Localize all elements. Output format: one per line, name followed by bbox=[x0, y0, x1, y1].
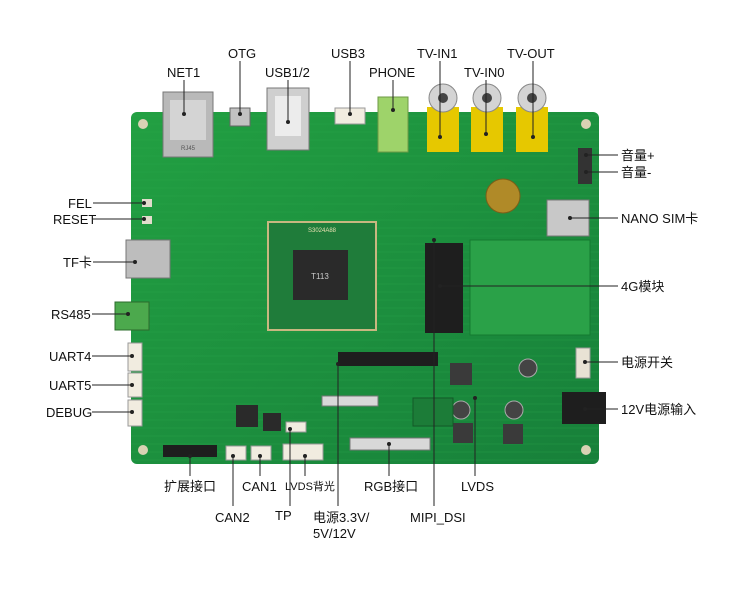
module-4g-area bbox=[469, 239, 591, 336]
ext-header bbox=[163, 445, 217, 457]
label-rgb: RGB接口 bbox=[364, 479, 419, 494]
ic bbox=[236, 405, 258, 427]
label-tp: TP bbox=[275, 508, 292, 523]
label-vol-down: 音量- bbox=[621, 165, 652, 180]
debug-header bbox=[127, 399, 143, 427]
inductor bbox=[453, 423, 473, 443]
label-nano-sim: NANO SIM卡 bbox=[621, 211, 699, 226]
vol-buttons bbox=[578, 148, 592, 184]
ic bbox=[412, 397, 454, 427]
rca-tvout bbox=[516, 83, 548, 152]
label-tvin0: TV-IN0 bbox=[464, 65, 505, 80]
inductor bbox=[450, 363, 472, 385]
label-power-in: 12V电源输入 bbox=[621, 402, 697, 417]
label-pwr-out-2: 5V/12V bbox=[313, 526, 356, 541]
label-power-switch: 电源开关 bbox=[621, 355, 674, 370]
mount-hole bbox=[138, 119, 148, 129]
leader-lines bbox=[92, 61, 618, 506]
mount-hole bbox=[581, 119, 591, 129]
can-header bbox=[250, 445, 272, 461]
label-net1: NET1 bbox=[167, 65, 201, 80]
label-uart5: UART5 bbox=[49, 378, 92, 393]
label-debug: DEBUG bbox=[46, 405, 93, 420]
svg-text:RJ45: RJ45 bbox=[181, 146, 196, 152]
label-mipi: MIPI_DSI bbox=[410, 510, 466, 525]
label-fel: FEL bbox=[68, 196, 92, 211]
label-usb3: USB3 bbox=[331, 46, 365, 61]
label-tvout: TV-OUT bbox=[507, 46, 555, 61]
fel-button bbox=[142, 199, 152, 207]
label-tf: TF卡 bbox=[63, 255, 92, 270]
tp-header bbox=[285, 421, 307, 433]
inductor bbox=[503, 424, 523, 444]
tf-slot bbox=[125, 239, 171, 279]
label-usb12: USB1/2 bbox=[265, 65, 310, 80]
fpc-connector bbox=[321, 395, 379, 407]
label-uart4: UART4 bbox=[49, 349, 92, 364]
rs485-terminal bbox=[114, 301, 150, 331]
label-reset: RESET bbox=[53, 212, 97, 227]
label-phone: PHONE bbox=[369, 65, 416, 80]
soc-chip bbox=[293, 250, 348, 300]
label-pwr-out-1: 电源3.3V/ bbox=[313, 510, 370, 525]
label-vol-up: 音量+ bbox=[621, 148, 655, 163]
capacitor bbox=[504, 400, 524, 420]
label-rs485: RS485 bbox=[51, 307, 91, 322]
lvds-bl-header bbox=[282, 443, 324, 461]
uart4-header bbox=[127, 342, 143, 372]
coin-cell bbox=[485, 178, 521, 214]
label-tvin1: TV-IN1 bbox=[417, 46, 458, 61]
label-4g: 4G模块 bbox=[621, 279, 665, 294]
svg-text:T113: T113 bbox=[311, 272, 329, 281]
label-lvds-bl: LVDS背光 bbox=[285, 481, 335, 493]
label-can1: CAN1 bbox=[242, 479, 277, 494]
mount-hole bbox=[581, 445, 591, 455]
rca-tvin1 bbox=[427, 83, 459, 152]
mount-hole bbox=[138, 445, 148, 455]
gpio-header bbox=[338, 352, 438, 366]
leader-dots bbox=[126, 108, 588, 458]
power-switch bbox=[575, 347, 591, 379]
rca-tvin0 bbox=[471, 83, 503, 152]
ic bbox=[263, 413, 281, 431]
net1-jack: RJ45 bbox=[162, 91, 214, 158]
capacitor bbox=[451, 400, 471, 420]
minipcie-slot bbox=[425, 243, 463, 333]
reset-button bbox=[142, 216, 152, 224]
capacitor bbox=[518, 358, 538, 378]
label-lvds: LVDS bbox=[461, 479, 494, 494]
label-otg: OTG bbox=[228, 46, 257, 61]
can-header bbox=[225, 445, 247, 461]
svg-text:S3024A88: S3024A88 bbox=[308, 228, 337, 234]
label-ext: 扩展接口 bbox=[164, 479, 217, 494]
label-can2: CAN2 bbox=[215, 510, 250, 525]
